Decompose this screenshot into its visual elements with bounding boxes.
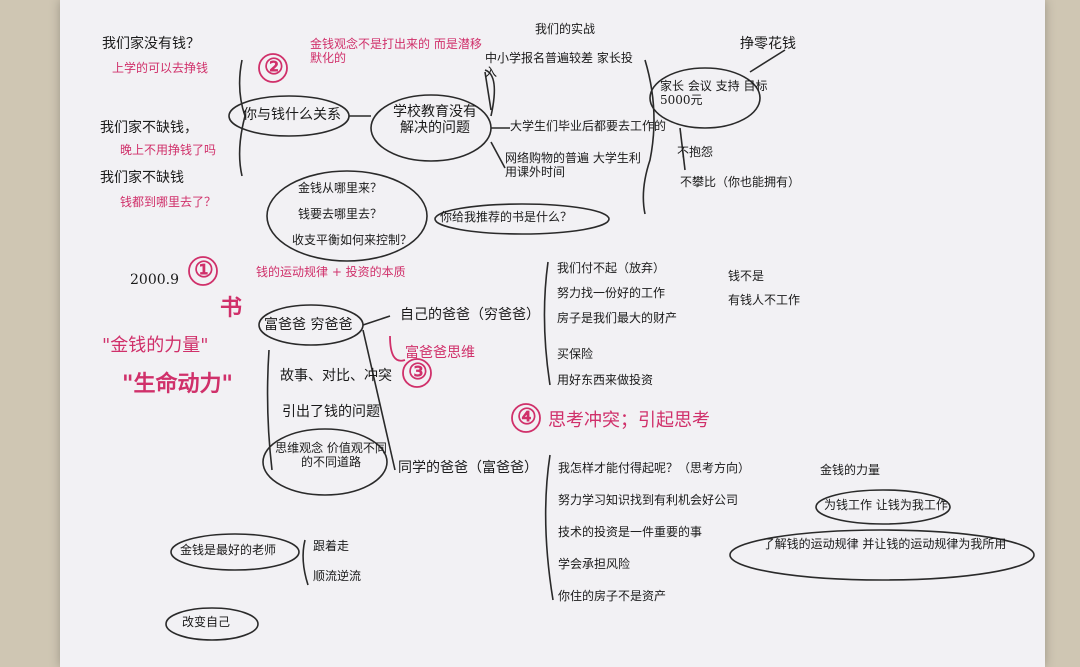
question-where: 钱要去哪里去？ [298, 207, 383, 221]
answer-not-lacking: 晚上不用挣钱了吗 [120, 143, 217, 157]
work-for-money-oval: 为钱工作 让钱为我工作 [824, 498, 948, 512]
question-not-lacking: 我们家不缺钱， [100, 120, 198, 136]
date-label: 2000.9 [130, 272, 179, 288]
number-4: ④ [517, 404, 537, 430]
poor-dad-5: 用好东西来做投资 [557, 373, 654, 387]
school-node: 学校教育没有 解决的问题 [393, 104, 477, 137]
no-compare: 不攀比（你也能拥有） [680, 175, 801, 189]
thinking-oval: 思维观念 价值观不同 的不同道路 [275, 441, 387, 469]
rich-mind-note: 富爸爸思维 [405, 345, 475, 361]
rich-not-work: 有钱人不工作 [728, 293, 801, 307]
pink-top-note: 金钱观念不是打出来的 而是潜移默化的 [310, 37, 482, 65]
pocket-money-label: 挣零花钱 [740, 36, 796, 52]
change-self-oval: 改变自己 [182, 615, 231, 629]
friend-dad-node: 同学的爸爸（富爸爸） [398, 460, 538, 476]
money-law-oval: 了解钱的运动规律 并让钱的运动规律为我所用 [762, 537, 1007, 551]
no-gossip: 不抱怨 [677, 145, 714, 159]
book-mark: 书 [220, 295, 243, 321]
rich-dad-3: 技术的投资是一件重要的事 [558, 525, 703, 539]
poor-dad-3: 房子是我们最大的财产 [557, 311, 678, 325]
method-note: 钱的运动规律 + 投资的本质 [256, 265, 406, 279]
rich-dad-2: 努力学习知识找到有利机会好公司 [558, 493, 739, 507]
power-of-money: "金钱的力量" [102, 335, 209, 356]
question-no-money: 我们家没有钱？ [102, 36, 200, 52]
poor-dad-4: 买保险 [557, 347, 594, 361]
number-3: ③ [408, 359, 428, 385]
poor-dad-2: 努力找一份好的工作 [557, 286, 666, 300]
branch-online: 网络购物的普遍 大学生利用课外时间 [505, 151, 641, 179]
answer-where-money: 钱都到哪里去了？ [120, 195, 217, 209]
rich-dad-node: 富爸爸 穷爸爸 [264, 317, 353, 333]
question-balance: 收支平衡如何来控制？ [292, 233, 413, 247]
story-label: 故事、对比、冲突 [280, 368, 392, 384]
power-label-right: 金钱的力量 [820, 463, 881, 477]
rich-dad-5: 你住的房子不是资产 [558, 589, 667, 603]
branch-primary: 中小学报名普遍较差 家长投入 [485, 51, 633, 79]
notebook-page: 我们家没有钱？ 上学的可以去挣钱 我们家不缺钱， 晚上不用挣钱了吗 我们家不缺钱… [60, 0, 1045, 667]
flow-label: 顺流逆流 [313, 569, 362, 583]
book-recommend-bubble: 你给我推荐的书是什么？ [440, 210, 573, 224]
family-meeting-oval: 家长 会议 支持 目标5000元 [660, 79, 768, 107]
center-node: 你与钱什么关系 [243, 107, 341, 123]
number-1: ① [194, 257, 214, 283]
rich-dad-4: 学会承担风险 [558, 557, 631, 571]
question-book: 金钱从哪里来？ [298, 181, 383, 195]
branch-university: 大学生们毕业后都要去工作的 [510, 119, 667, 133]
top-label: 我们的实战 [535, 22, 596, 36]
number-2: ② [264, 54, 284, 80]
poor-dad-1: 我们付不起（放弃） [557, 261, 666, 275]
my-dad-node: 自己的爸爸（穷爸爸） [400, 307, 540, 323]
life-force: "生命动力" [122, 371, 233, 397]
follow-label: 跟着走 [313, 539, 350, 553]
question-not-lacking-2: 我们家不缺钱 [100, 170, 184, 186]
rich-dad-1: 我怎样才能付得起呢？（思考方向） [558, 461, 751, 475]
answer-no-money: 上学的可以去挣钱 [112, 61, 209, 75]
mind-map-lines [165, 49, 1035, 641]
best-teacher-oval: 金钱是最好的老师 [180, 543, 277, 557]
not-money: 钱不是 [728, 269, 765, 283]
money-issue-label: 引出了钱的问题 [282, 404, 380, 420]
pink-mid-note: 思考冲突；引起思考 [548, 410, 710, 431]
